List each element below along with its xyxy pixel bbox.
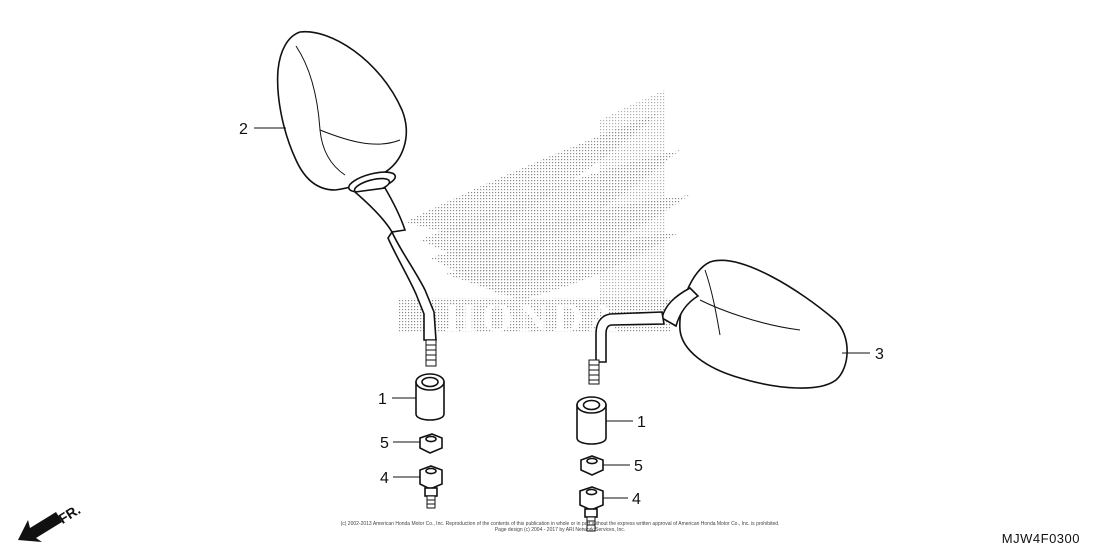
callout-right-mirror: 3 [875,346,884,363]
right-mirror [588,259,848,389]
callout-right-nut: 5 [634,458,643,475]
leader-lines [254,127,870,499]
left-mirror-thread [425,339,437,367]
left-adapter [419,465,443,509]
right-mirror-thread [588,359,600,385]
callout-left-boot: 1 [378,391,387,408]
callout-right-adapter: 4 [632,491,641,508]
right-adapter [579,486,604,532]
left-nut [419,433,443,454]
watermark-text: HONDA [445,295,624,340]
right-nut [580,455,604,476]
copyright-line-1: (c) 2002-2013 American Honda Motor Co., … [340,521,780,527]
callout-left-mirror: 2 [239,121,248,138]
copyright-line-2: Page design (c) 2004 - 2017 by ARI Netwo… [494,527,626,533]
copyright-notice: (c) 2002-2013 American Honda Motor Co., … [0,521,1120,533]
left-mirror [276,30,437,367]
callout-right-boot: 1 [637,414,646,431]
diagram-id: MJW4F0300 [1001,531,1080,546]
callout-left-adapter: 4 [380,470,389,487]
right-boot [576,396,607,445]
front-arrow-icon [18,512,62,542]
honda-wing-watermark: HONDA [398,90,690,340]
left-boot [415,373,445,421]
callout-left-nut: 5 [380,435,389,452]
